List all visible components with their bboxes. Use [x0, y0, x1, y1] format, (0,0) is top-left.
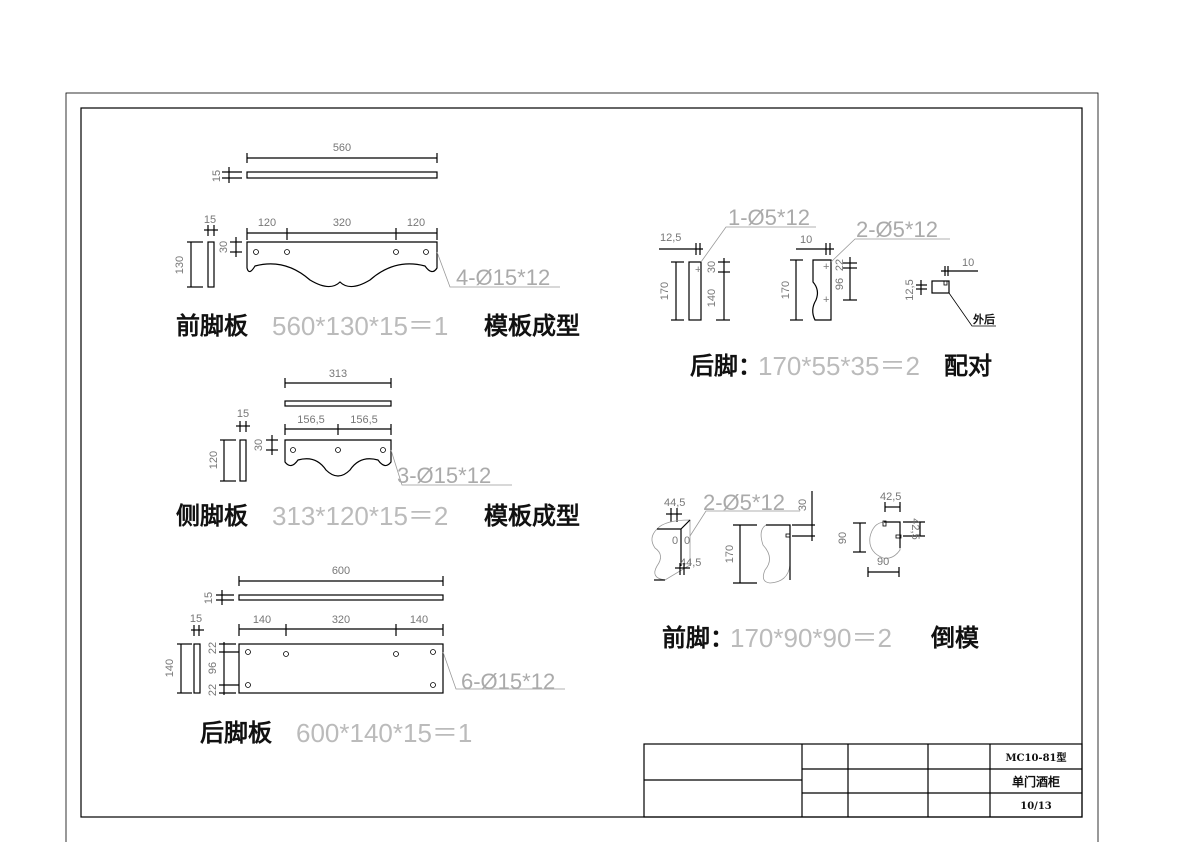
- dim: 44,5: [680, 557, 701, 569]
- dim: 170: [724, 545, 736, 563]
- callout-label: 外后: [972, 312, 995, 326]
- part-size: 170*90*90＝2: [730, 623, 892, 653]
- dim-vertical: 96: [207, 662, 219, 674]
- dim: 90: [837, 532, 849, 544]
- inner-border: [80, 107, 1083, 818]
- dim: 96: [834, 278, 846, 290]
- hole-note: 3-Ø15*12: [397, 463, 491, 488]
- part-process: 模板成型: [484, 502, 580, 530]
- part-name: 侧脚板: [176, 502, 249, 530]
- dim-hole-offset: 30: [218, 241, 230, 253]
- dim-height: 140: [164, 659, 176, 677]
- dim-vertical: 22: [207, 642, 219, 654]
- front-leg-drawing: 44,5 0 0 44,5 2-Ø5*12 170 30 42,5 90 42,…: [651, 490, 980, 653]
- dim-spacing: 320: [332, 614, 350, 626]
- hole-mark: +: [823, 294, 829, 306]
- part-size: 600*140*15＝1: [296, 718, 472, 748]
- dim-length: 313: [329, 368, 347, 380]
- part-name: 前脚板: [176, 312, 249, 340]
- back-board-drawing: 600 15 15 140 140 320 140 22 96 22 6-Ø15…: [164, 565, 565, 748]
- outer-border: [65, 92, 1099, 842]
- dim: 10: [800, 234, 812, 246]
- hole-note: 2-Ø5*12: [703, 490, 785, 515]
- dim-spacing: 156,5: [297, 414, 325, 426]
- dim-height: 120: [208, 451, 220, 469]
- dim-thickness-side: 15: [190, 613, 202, 625]
- dim-vertical: 22: [207, 684, 219, 696]
- dim: 12,5: [660, 232, 681, 244]
- part-size: 170*55*35＝2: [758, 351, 920, 381]
- hole-mark: +: [823, 261, 829, 273]
- product-name: 单门酒柜: [1012, 774, 1060, 789]
- dim-thickness: 15: [237, 408, 249, 420]
- dim-thickness: 15: [203, 592, 215, 604]
- part-size: 560*130*15＝1: [272, 311, 448, 341]
- dim-thickness: 15: [211, 170, 223, 182]
- part-process: 模板成型: [484, 312, 580, 340]
- dim-spacing: 140: [253, 614, 271, 626]
- model-number: MC10-81型: [1005, 751, 1066, 764]
- dim: 10: [962, 257, 974, 269]
- dim: 12,5: [904, 279, 916, 300]
- dim: 170: [780, 281, 792, 299]
- part-name: 后脚板: [200, 719, 273, 747]
- part-name: 前脚：: [662, 624, 734, 652]
- dim: 22: [834, 259, 846, 271]
- dim-length: 560: [333, 142, 351, 154]
- dim: 42,5: [880, 491, 901, 503]
- dim-spacing: 156,5: [350, 414, 378, 426]
- part-process: 配对: [944, 352, 992, 380]
- dim-hole-offset: 30: [253, 439, 265, 451]
- side-board-drawing: 313 15 120 156,5 156,5 30 3-Ø15*12 侧脚板 3…: [176, 368, 580, 531]
- dim: 140: [706, 289, 718, 307]
- hole-note: 4-Ø15*12: [456, 265, 550, 290]
- back-leg-drawing: 12,5 170 + 30 140 1-Ø5*12 10 170 + + 22 …: [659, 205, 996, 381]
- dim: 30: [797, 499, 809, 511]
- dim-spacing: 140: [410, 614, 428, 626]
- face-mark: 0: [672, 535, 678, 547]
- hole-note: 6-Ø15*12: [461, 669, 555, 694]
- hole-mark: 0: [684, 535, 690, 547]
- dim-spacing: 120: [258, 217, 276, 229]
- dim: 30: [706, 261, 718, 273]
- part-name: 后脚：: [690, 352, 762, 380]
- dim-spacing: 320: [333, 217, 351, 229]
- dim: 44,5: [664, 497, 685, 509]
- part-size: 313*120*15＝2: [272, 501, 448, 531]
- front-board-drawing: 560 15 15 130 120 320 120 30 4-Ø15*12 前脚…: [174, 142, 580, 341]
- hole-mark: +: [695, 264, 701, 276]
- part-process: 倒模: [930, 624, 980, 652]
- sheet-number: 10/13: [1020, 801, 1052, 812]
- dim: 90: [877, 556, 889, 568]
- hole-note: 2-Ø5*12: [856, 217, 938, 242]
- title-block: MC10-81型 单门酒柜 10/13: [643, 743, 1083, 818]
- dim-length: 600: [332, 565, 350, 577]
- dim-thickness-side: 15: [204, 214, 216, 226]
- hole-note: 1-Ø5*12: [728, 205, 810, 230]
- dim-spacing: 120: [407, 217, 425, 229]
- dim: 42,5: [909, 518, 921, 539]
- dim-height: 130: [174, 256, 186, 274]
- dim: 170: [659, 282, 671, 300]
